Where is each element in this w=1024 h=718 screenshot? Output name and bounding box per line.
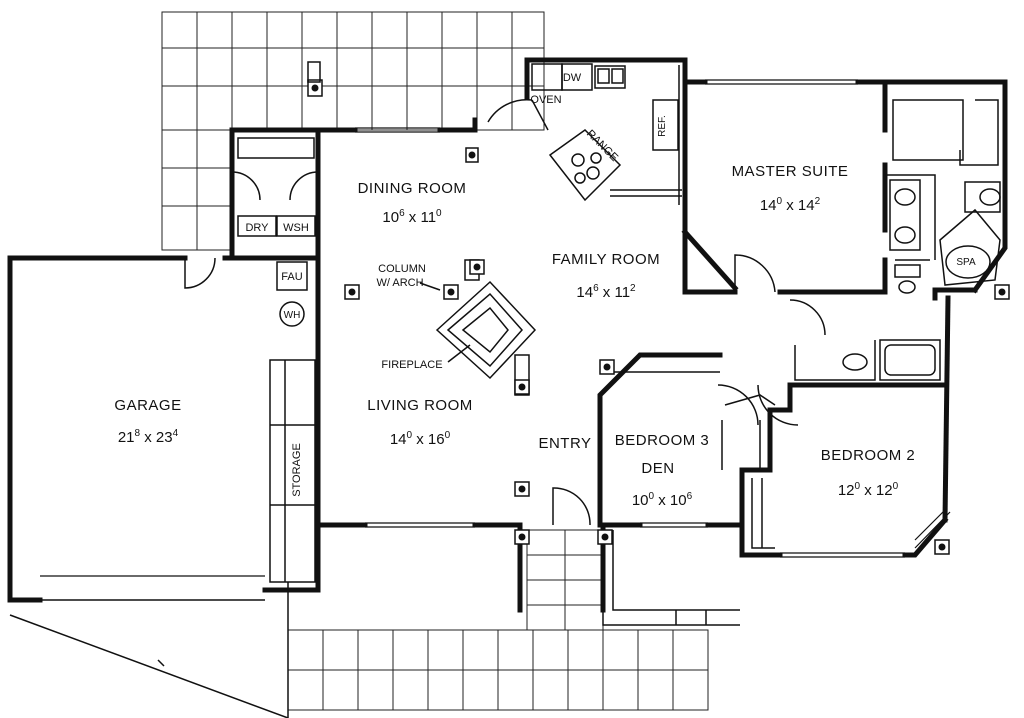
wh-label: WH (284, 310, 301, 321)
living-room-dimensions: 140 x 160 (390, 430, 451, 448)
oven-label: OVEN (530, 94, 561, 106)
main-walls (315, 57, 1008, 613)
garage-label: GARAGE (114, 397, 181, 414)
front-walk (287, 529, 740, 711)
dining-room-dimensions: 106 x 110 (382, 208, 442, 226)
kitchen (531, 63, 679, 202)
washer-label: WSH (283, 222, 309, 234)
entry-label: ENTRY (538, 435, 591, 452)
refrigerator-label: REF. (657, 115, 668, 137)
bedroom3-dimensions: 100 x 106 (632, 491, 693, 509)
family-room-label: FAMILY ROOM (552, 251, 660, 268)
dishwasher-label: DW (563, 72, 582, 84)
master-suite-dimensions: 140 x 142 (760, 196, 821, 214)
dining-room-label: DINING ROOM (358, 180, 467, 197)
driveway (9, 582, 289, 718)
living-room-label: LIVING ROOM (367, 397, 473, 414)
den-label: DEN (641, 460, 674, 477)
fireplace-label: FIREPLACE (381, 359, 442, 371)
master-suite-label: MASTER SUITE (732, 163, 849, 180)
columns (307, 61, 1010, 555)
bedroom2-dimensions: 120 x 120 (838, 481, 899, 499)
storage-label: STORAGE (291, 443, 303, 497)
column-label: COLUMN (378, 263, 426, 275)
arch-label: W/ ARCH (376, 277, 423, 289)
range-label: RANGE (584, 128, 620, 164)
bedroom3-label: BEDROOM 3 (615, 432, 710, 449)
family-room-dimensions: 146 x 112 (576, 283, 636, 301)
laundry-walls (229, 127, 321, 261)
fireplace (435, 259, 537, 396)
bedroom2-label: BEDROOM 2 (821, 447, 916, 464)
spa-label: SPA (956, 257, 976, 268)
garage-dimensions: 218 x 234 (118, 428, 179, 446)
fau-label: FAU (281, 271, 302, 283)
dryer-label: DRY (245, 222, 269, 234)
